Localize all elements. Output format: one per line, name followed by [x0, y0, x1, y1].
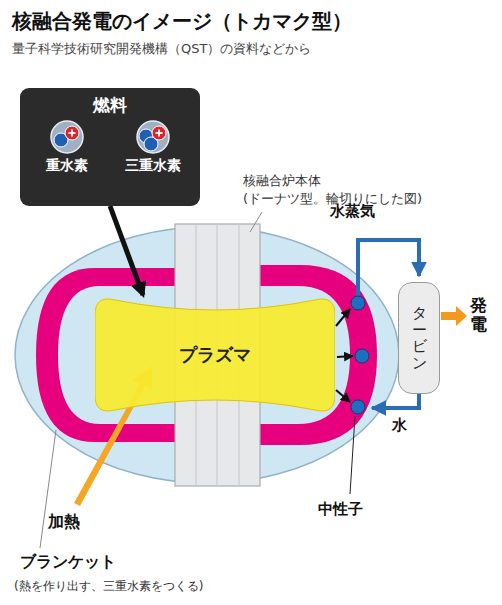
- power-arrow: [441, 306, 467, 326]
- node-text: 燃料: [20, 94, 200, 117]
- neutron-arrow: [336, 309, 350, 326]
- flow-label: 水: [392, 416, 407, 435]
- node-text: プラズマ: [179, 343, 251, 367]
- neutron-dot: [351, 400, 365, 414]
- title: 核融合発電のイメージ（トカマク型）: [12, 8, 352, 35]
- node-text: 三重水素: [112, 157, 194, 175]
- leader-line: [250, 212, 262, 232]
- flow-label: 水蒸気: [330, 202, 375, 221]
- node-text: タービン: [412, 305, 427, 371]
- atom-node: 三重水素: [112, 120, 194, 175]
- center-column: [175, 224, 260, 486]
- particle-label: 中性子: [318, 500, 363, 519]
- fuel-box: 重水素三重水素 燃料: [20, 88, 200, 206]
- heating-label: 加熱: [48, 512, 80, 533]
- turbine-box: タービン: [398, 282, 440, 394]
- source-note: 量子科学技術研究開発機構（QST）の資料などから: [12, 40, 311, 58]
- atom-icon: [133, 120, 173, 154]
- node-text: 重水素: [28, 157, 106, 175]
- atom-icon: [47, 120, 87, 154]
- leader-line: [350, 416, 355, 494]
- neutron-arrow: [336, 390, 350, 402]
- output-label: 発電: [470, 296, 487, 333]
- feed-arrow: [110, 206, 143, 295]
- part-note: (熱を作り出す、三重水素をつくる): [14, 578, 203, 595]
- part-label: 核融合炉本体: [243, 172, 321, 190]
- part-label: ブランケット: [20, 552, 116, 573]
- atom-node: 重水素: [28, 120, 106, 175]
- water-pipe: [372, 394, 419, 408]
- neutron-arrow: [337, 356, 353, 357]
- neutron-dot: [355, 349, 369, 363]
- plasma-band: プラズマ: [95, 295, 335, 415]
- neutron-dot: [351, 296, 365, 310]
